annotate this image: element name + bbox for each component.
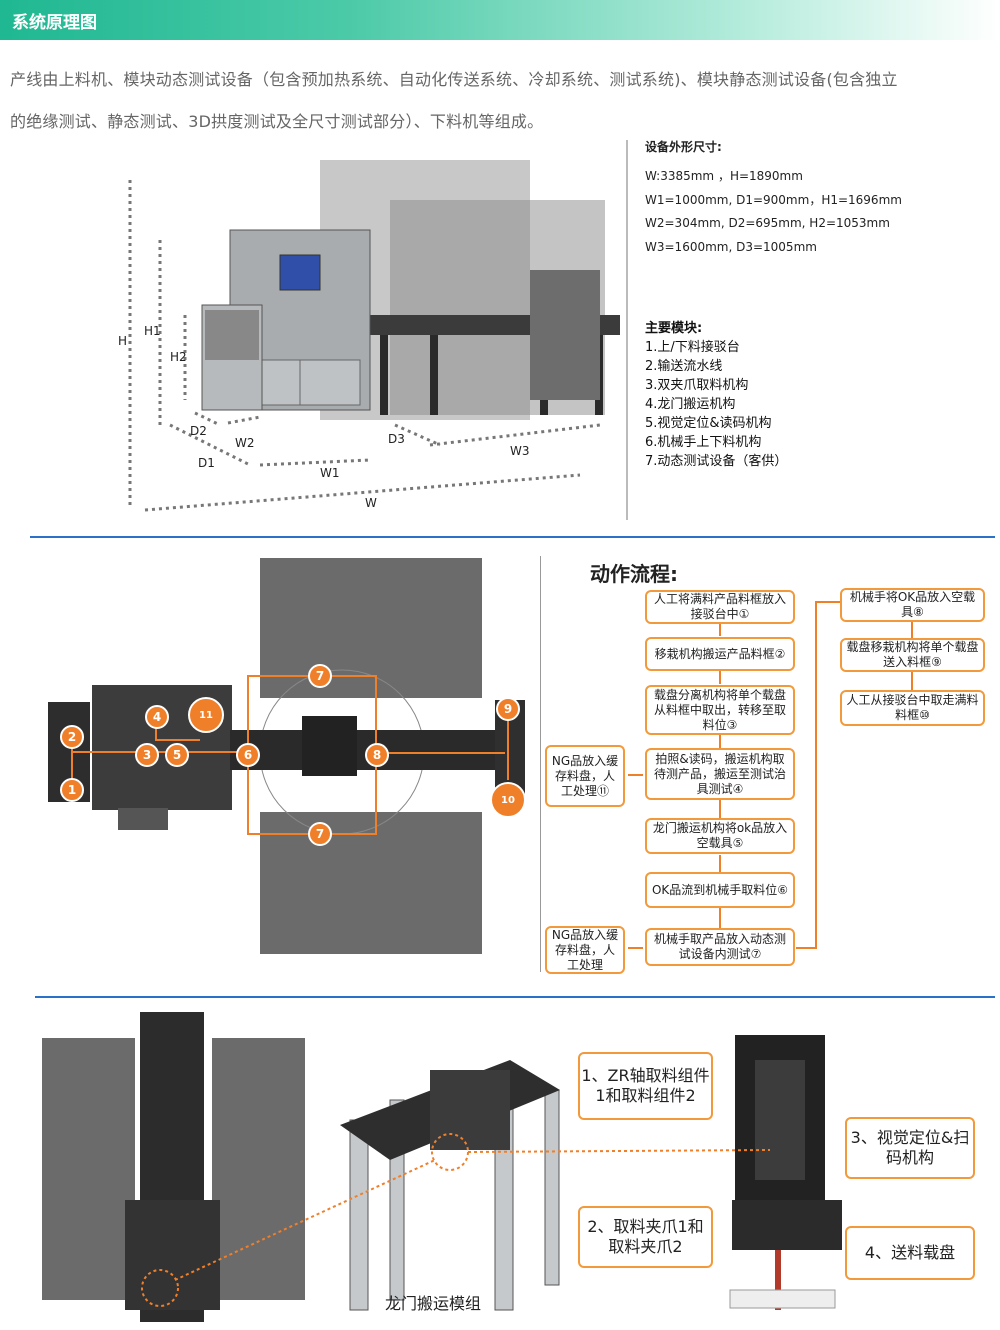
machine-illustration: H H1 H2 D2 W2 D1 W1 D3 W3 W	[118, 160, 620, 512]
flow-title: 动作流程:	[590, 562, 678, 586]
label-W3: W3	[510, 444, 530, 458]
gantry-illustration	[42, 1012, 842, 1322]
section-divider	[626, 140, 628, 520]
module-item: 2.输送流水线	[645, 359, 723, 374]
layout-badge: 8	[365, 743, 389, 767]
flow-step-7: 机械手取产品放入动态测试设备内测试⑦	[645, 928, 795, 966]
dimensions-title: 设备外形尺寸:	[645, 140, 722, 154]
page-title: 系统原理图	[12, 13, 97, 33]
dimension-line: W:3385mm ，H=1890mm	[645, 169, 803, 183]
flow-step-4: 拍照&读码，搬运机构取待测产品，搬运至测试治具测试④	[645, 748, 795, 800]
section-divider	[540, 556, 541, 972]
callout-vision: 3、视觉定位&扫码机构	[845, 1117, 975, 1179]
flow-step-8: 机械手将OK品放入空载具⑧	[840, 588, 985, 622]
layout-badge: 7	[308, 664, 332, 688]
label-W: W	[365, 496, 377, 510]
layout-badge: 1	[60, 778, 84, 802]
module-item: 7.动态测试设备（客供）	[645, 454, 788, 469]
callout-zr-axis: 1、ZR轴取料组件1和取料组件2	[578, 1052, 713, 1120]
module-item: 6.机械手上下料机构	[645, 435, 762, 450]
label-W1: W1	[320, 466, 340, 480]
label-D1: D1	[198, 456, 215, 470]
callout-tray: 4、送料载盘	[845, 1226, 975, 1280]
layout-badge: 7	[308, 822, 332, 846]
label-W2: W2	[235, 436, 255, 450]
layout-badge: 9	[496, 697, 520, 721]
dimension-line: W1=1000mm, D1=900mm，H1=1696mm	[645, 193, 902, 207]
label-D2: D2	[190, 424, 207, 438]
layout-badge: 10	[490, 782, 526, 818]
module-item: 4.龙门搬运机构	[645, 397, 736, 412]
label-H: H	[118, 334, 127, 348]
module-item: 3.双夹爪取料机构	[645, 378, 749, 393]
flow-step-6: OK品流到机械手取料位⑥	[645, 872, 795, 908]
layout-badge: 2	[60, 725, 84, 749]
label-H1: H1	[144, 324, 161, 338]
layout-badge: 11	[188, 697, 224, 733]
label-H2: H2	[170, 350, 187, 364]
flow-ng-box: NG品放入缓存料盘，人工处理⑪	[545, 745, 625, 807]
flow-step-5: 龙门搬运机构将ok品放入空载具⑤	[645, 818, 795, 854]
flow-step-1: 人工将满料产品料框放入接驳台中①	[645, 590, 795, 624]
layout-badge: 6	[236, 743, 260, 767]
dimension-line: W2=304mm, D2=695mm, H2=1053mm	[645, 216, 890, 230]
flow-step-3: 载盘分离机构将单个载盘从料框中取出，转移至取料位③	[645, 685, 795, 735]
module-item: 1.上/下料接驳台	[645, 340, 740, 355]
callout-gripper: 2、取料夹爪1和取料夹爪2	[578, 1206, 713, 1268]
layout-badge: 4	[145, 705, 169, 729]
flow-step-10: 人工从接驳台中取走满料料框⑩	[840, 690, 985, 726]
section-rule	[30, 536, 995, 538]
intro-line-2: 的绝缘测试、静态测试、3D拱度测试及全尺寸测试部分）、下料机等组成。	[10, 112, 544, 131]
module-item: 5.视觉定位&读码机构	[645, 416, 772, 431]
flow-ng-box: NG品放入缓存料盘，人工处理	[545, 926, 625, 974]
gantry-caption: 龙门搬运模组	[385, 1294, 482, 1313]
flow-step-2: 移栽机构搬运产品料框②	[645, 637, 795, 671]
header-bar	[0, 0, 1000, 40]
flow-connectors	[628, 601, 913, 949]
modules-title: 主要模块:	[645, 321, 703, 336]
dimension-line: W3=1600mm, D3=1005mm	[645, 240, 817, 254]
label-D3: D3	[388, 432, 405, 446]
layout-plan	[48, 558, 525, 954]
layout-badge: 5	[165, 743, 189, 767]
section-rule	[35, 996, 995, 998]
layout-badge: 3	[135, 743, 159, 767]
intro-line-1: 产线由上料机、模块动态测试设备（包含预加热系统、自动化传送系统、冷却系统、测试系…	[10, 70, 898, 89]
flow-step-9: 载盘移栽机构将单个载盘送入料框⑨	[840, 638, 985, 672]
